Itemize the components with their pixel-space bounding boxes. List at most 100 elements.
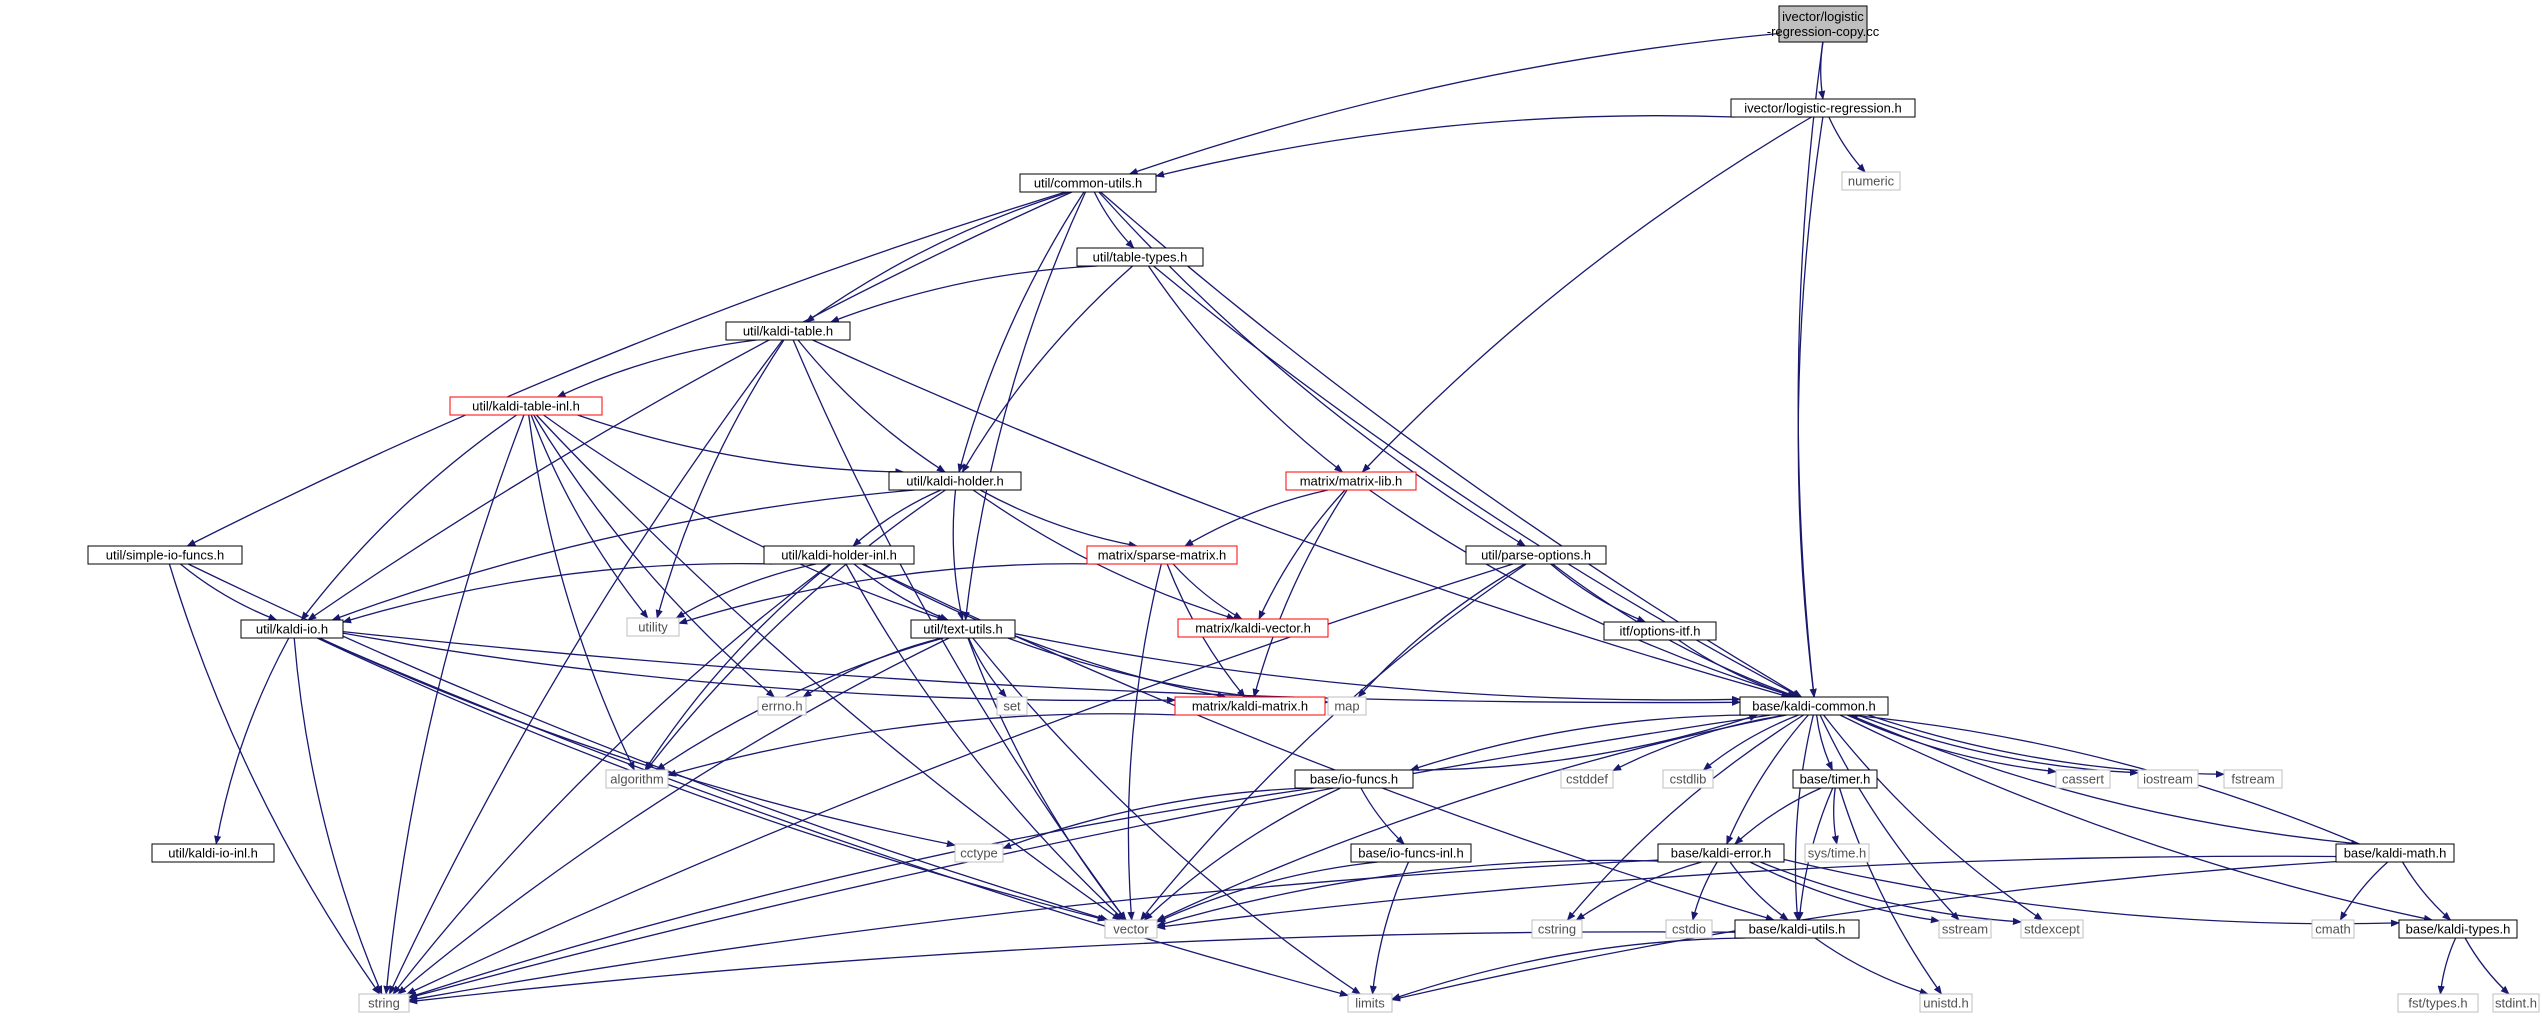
node-label: base/timer.h (1800, 772, 1871, 787)
edge-kaldi_table-to-kaldi_holder (797, 339, 946, 473)
edge-kaldi_math-to-cmath (2339, 861, 2389, 921)
edge-text_utils-to-limits (972, 637, 1361, 995)
node-box (757, 696, 807, 716)
edge-kaldi_table_inl-to-utility (530, 414, 649, 619)
node-cstring: cstring (1531, 919, 1583, 939)
node-kaldi-matrix[interactable]: matrix/kaldi-matrix.h (1174, 696, 1326, 716)
edge-kaldi_utils-to-limits (1391, 937, 1746, 1000)
edge-logreg-to-matrix_lib (1361, 116, 1812, 473)
node-box (2335, 843, 2455, 863)
edge-kaldi_math-to-kaldi_types (2401, 861, 2452, 921)
node-kaldi-types[interactable]: base/kaldi-types.h (2398, 919, 2518, 939)
node-box (888, 471, 1022, 491)
edge-kaldi_holder-to-sparse_matrix (979, 489, 1138, 549)
node-box (1086, 545, 1238, 565)
edge-kaldi_holder_inl-to-text_utils (853, 563, 949, 621)
edge-common_utils-to-text_utils (962, 191, 1087, 621)
node-label: fstream (2231, 772, 2274, 787)
node-root[interactable]: ivector/logistic-regression-copy.cc (1767, 5, 1880, 43)
edge-kaldi_error-to-vector (1156, 859, 1659, 927)
node-label: util/kaldi-io.h (256, 622, 328, 637)
node-vector: vector (1104, 919, 1158, 939)
node-kaldi-vector[interactable]: matrix/kaldi-vector.h (1177, 618, 1329, 638)
node-label: fst/types.h (2408, 996, 2467, 1011)
edge-text_utils-to-vector (967, 637, 1127, 921)
node-kaldi-math[interactable]: base/kaldi-math.h (2335, 843, 2455, 863)
node-kaldi-utils[interactable]: base/kaldi-utils.h (1734, 919, 1860, 939)
node-cmath: cmath (2311, 919, 2355, 939)
node-sparse-matrix[interactable]: matrix/sparse-matrix.h (1086, 545, 1238, 565)
node-algorithm: algorithm (605, 769, 669, 789)
node-box (725, 321, 851, 341)
edge-simple_io-to-kaldi_io (179, 563, 278, 621)
node-label: limits (1355, 996, 1385, 1011)
edge-io_funcs-to-kaldi_common (1410, 714, 1759, 771)
edge-kaldi_table_inl-to-text_utils (543, 414, 947, 621)
edge-kaldi_common-to-vector (1156, 714, 1787, 922)
edge-io_funcs-to-vector (1143, 787, 1341, 921)
edge-kaldi_common-to-kaldi_utils (1793, 714, 1814, 921)
node-kaldi-io-inl[interactable]: util/kaldi-io-inl.h (151, 843, 275, 863)
node-label: errno.h (761, 699, 802, 714)
node-label: ivector/logistic (1782, 9, 1864, 24)
node-cstddef: cstddef (1560, 769, 1614, 789)
edge-common_utils-to-kaldi_table (805, 191, 1070, 323)
node-kaldi-holder-inl[interactable]: util/kaldi-holder-inl.h (763, 545, 915, 565)
node-label: unistd.h (1923, 996, 1969, 1011)
edge-kaldi_math-to-kaldi_common (1848, 712, 2360, 845)
edge-kaldi_types-to-stdint (2464, 937, 2510, 995)
node-options-itf[interactable]: itf/options-itf.h (1603, 621, 1717, 641)
edge-kaldi_io-to-cctype (319, 637, 956, 848)
node-kaldi-table-inl[interactable]: util/kaldi-table-inl.h (449, 396, 603, 416)
edge-logreg-to-kaldi_common (1797, 116, 1824, 698)
edge-kaldi_table-to-kaldi_table_inl (556, 339, 757, 398)
node-io-funcs[interactable]: base/io-funcs.h (1294, 769, 1414, 789)
node-numeric: numeric (1841, 171, 1901, 191)
node-label: iostream (2143, 772, 2193, 787)
edge-options_itf-to-kaldi_common (1678, 639, 1797, 699)
node-logreg[interactable]: ivector/logistic-regression.h (1730, 98, 1916, 118)
node-timer[interactable]: base/timer.h (1792, 769, 1878, 789)
node-box (1104, 919, 1158, 939)
edge-kaldi_matrix-to-algorithm (667, 713, 1176, 777)
node-box (1804, 843, 1870, 863)
node-label: sstream (1942, 922, 1988, 937)
node-text-utils[interactable]: util/text-utils.h (910, 619, 1016, 639)
header-nodes: ivector/logistic-regression-copy.ccivect… (87, 5, 2540, 1013)
edge-matrix_lib-to-sparse_matrix (1184, 489, 1329, 547)
node-kaldi-common[interactable]: base/kaldi-common.h (1739, 696, 1889, 716)
node-table-types[interactable]: util/table-types.h (1076, 247, 1204, 267)
node-parse-options[interactable]: util/parse-options.h (1465, 545, 1607, 565)
node-kaldi-error[interactable]: base/kaldi-error.h (1657, 843, 1785, 863)
edge-text_utils-to-string (397, 637, 950, 995)
node-box (2020, 919, 2084, 939)
node-simple-io[interactable]: util/simple-io-funcs.h (87, 545, 243, 565)
edge-kaldi_common-to-kaldi_error (1726, 714, 1809, 845)
node-io-funcs-inl[interactable]: base/io-funcs-inl.h (1350, 843, 1472, 863)
node-box (151, 843, 275, 863)
edge-kaldi_holder-to-kaldi_vector (972, 489, 1236, 621)
edge-kaldi_error-to-sstream (1749, 861, 1940, 924)
node-label: map (1334, 699, 1359, 714)
node-utility: utility (626, 617, 680, 637)
edge-kaldi_table_inl-to-algorithm (528, 414, 635, 771)
node-label: cstdio (1672, 922, 1706, 937)
node-cstdlib: cstdlib (1662, 769, 1714, 789)
node-errno: errno.h (757, 696, 807, 716)
node-kaldi-table[interactable]: util/kaldi-table.h (725, 321, 851, 341)
node-kaldi-io[interactable]: util/kaldi-io.h (240, 619, 344, 639)
edge-timer-to-systime (1831, 787, 1839, 845)
node-box (87, 545, 243, 565)
node-matrix-lib[interactable]: matrix/matrix-lib.h (1285, 471, 1417, 491)
edge-root-to-common_utils (1128, 32, 1780, 175)
edge-matrix_lib-to-kaldi_vector (1258, 489, 1346, 620)
edge-kaldi_error-to-string (408, 859, 1659, 1003)
node-label: util/parse-options.h (1481, 548, 1591, 563)
node-kaldi-holder[interactable]: util/kaldi-holder.h (888, 471, 1022, 491)
edge-matrix_lib-to-kaldi_matrix (1252, 489, 1348, 698)
edge-kaldi_holder-to-kaldi_io (331, 489, 915, 621)
node-box (1560, 769, 1614, 789)
node-common-utils[interactable]: util/common-utils.h (1019, 173, 1157, 193)
node-box (1327, 696, 1367, 716)
